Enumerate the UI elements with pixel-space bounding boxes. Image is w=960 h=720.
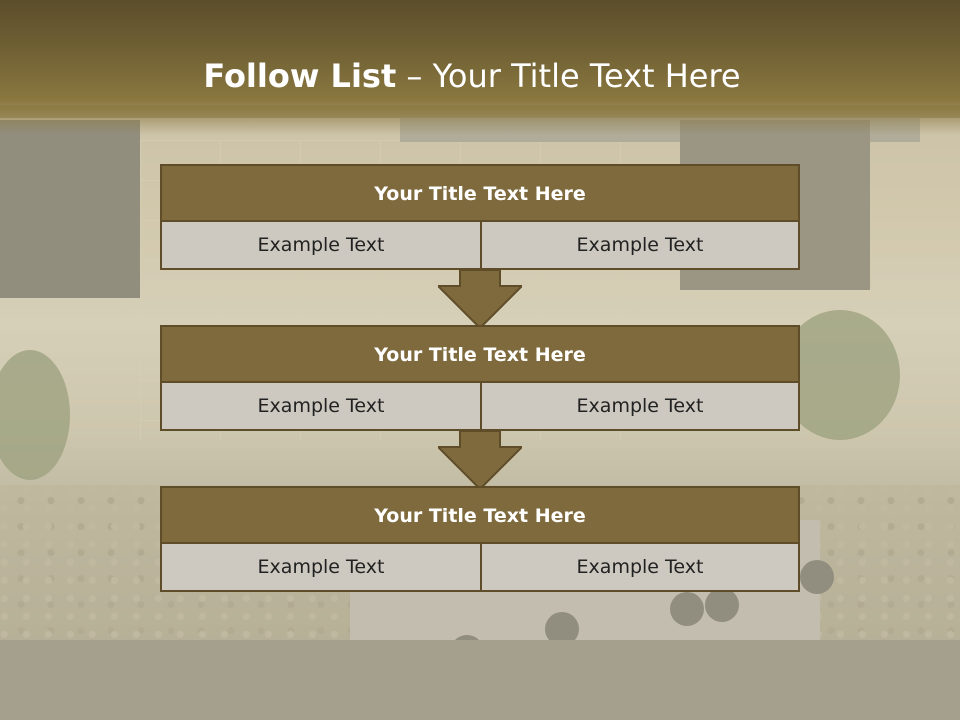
step-block-2: Your Title Text Here Example Text Exampl… <box>160 325 800 431</box>
step-right-text: Example Text <box>482 383 798 429</box>
step-title: Your Title Text Here <box>162 327 798 383</box>
title-band <box>0 0 960 118</box>
step-title: Your Title Text Here <box>162 166 798 222</box>
down-arrow-icon <box>438 270 522 330</box>
plant-left <box>0 350 70 480</box>
step-block-3: Your Title Text Here Example Text Exampl… <box>160 486 800 592</box>
slide-title-bold: Follow List <box>203 57 397 95</box>
plant-right <box>780 310 900 440</box>
step-left-text: Example Text <box>162 383 482 429</box>
down-arrow-icon <box>438 431 522 491</box>
step-right-text: Example Text <box>482 544 798 590</box>
step-left-text: Example Text <box>162 222 482 268</box>
slide-title-rest: – Your Title Text Here <box>396 57 741 95</box>
step-left-text: Example Text <box>162 544 482 590</box>
left-cabinet <box>0 120 140 298</box>
slide-title: Follow List – Your Title Text Here <box>0 54 944 98</box>
step-right-text: Example Text <box>482 222 798 268</box>
step-title: Your Title Text Here <box>162 488 798 544</box>
step-block-1: Your Title Text Here Example Text Exampl… <box>160 164 800 270</box>
